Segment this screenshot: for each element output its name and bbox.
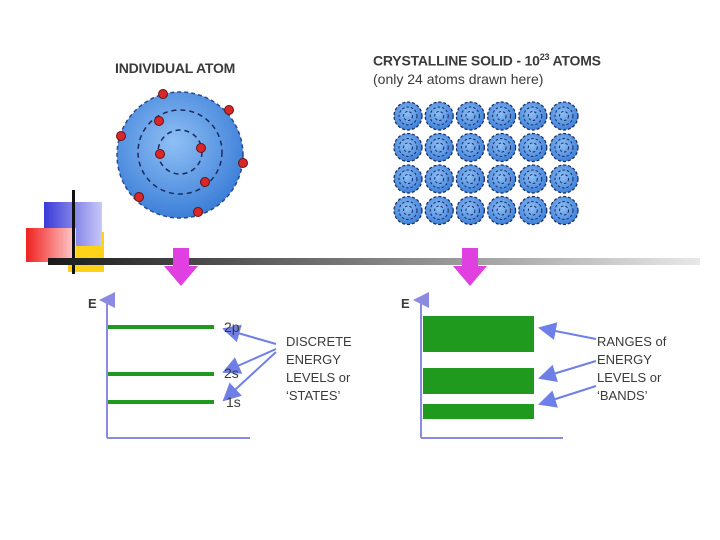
crystal-atom — [393, 132, 423, 163]
crystalline-subtitle: (only 24 atoms drawn here) — [373, 71, 544, 87]
annotation-arrow — [222, 348, 277, 374]
crystal-atom — [424, 164, 454, 194]
level-2s — [108, 372, 214, 376]
left-axis-label: E — [88, 296, 97, 311]
crystalline-title-suffix: ATOMS — [549, 52, 601, 69]
electron-dot — [155, 149, 165, 159]
down-arrow-right — [453, 248, 487, 286]
right-axis-label: E — [401, 296, 410, 311]
deco-vertical-line — [72, 190, 75, 274]
electron-dot — [200, 177, 210, 187]
crystal-atom — [424, 101, 454, 131]
crystal-atom — [518, 164, 548, 194]
crystalline-title-exponent: 23 — [539, 52, 550, 62]
electron-dot — [158, 89, 168, 99]
crystal-atom — [393, 101, 423, 131]
annotation-arrow — [538, 360, 597, 382]
energy-band-middle — [423, 368, 534, 394]
crystal-atom — [487, 101, 517, 131]
annotation-arrow — [538, 322, 597, 340]
crystalline-solid-title: CRYSTALLINE SOLID - 1023 ATOMS — [373, 52, 601, 69]
deco-red-square — [26, 228, 76, 262]
crystal-atom — [393, 195, 423, 226]
bands-annotation: RANGES of ENERGY LEVELS or ‘BANDS’ — [597, 334, 667, 403]
annotation-arrow — [222, 324, 277, 345]
crystalline-title-prefix: CRYSTALLINE SOLID - 10 — [373, 52, 540, 69]
discrete-levels-annotation: DISCRETE ENERGY LEVELS or ‘STATES’ — [286, 334, 352, 403]
energy-band-bottom — [423, 404, 534, 419]
crystal-atom — [455, 195, 485, 226]
level-1s — [108, 400, 214, 404]
crystal-atom — [549, 195, 579, 226]
electron-dot — [193, 207, 203, 217]
electron-dot — [238, 158, 248, 168]
crystal-atom — [424, 195, 454, 226]
crystal-atom — [487, 132, 517, 163]
crystal-atom — [424, 132, 454, 163]
electron-dot — [196, 143, 206, 153]
level-label-2p: 2p — [224, 319, 240, 335]
crystal-atom — [518, 101, 548, 131]
atom-shell-outer — [137, 109, 223, 195]
crystal-atom — [549, 132, 579, 163]
crystal-atom — [487, 195, 517, 226]
level-label-2s: 2s — [224, 365, 239, 381]
crystal-atom — [455, 164, 485, 194]
energy-band-top — [423, 316, 534, 352]
annotation-arrow — [538, 385, 597, 408]
crystal-atom — [455, 101, 485, 131]
annotation-arrow — [222, 351, 277, 402]
electron-dot — [134, 192, 144, 202]
crystal-atom — [455, 132, 485, 163]
electron-dot — [116, 131, 126, 141]
electron-dot — [224, 105, 234, 115]
down-arrow-left — [164, 248, 198, 286]
crystal-atom — [549, 101, 579, 131]
crystal-atom — [518, 195, 548, 226]
level-label-1s: 1s — [226, 394, 241, 410]
crystal-atom — [487, 164, 517, 194]
divider-line — [48, 258, 700, 265]
electron-dot — [154, 116, 164, 126]
level-2p — [108, 325, 214, 329]
crystal-atom — [393, 164, 423, 194]
crystal-atom — [549, 164, 579, 194]
individual-atom-title: INDIVIDUAL ATOM — [115, 60, 236, 76]
crystal-atom — [518, 132, 548, 163]
